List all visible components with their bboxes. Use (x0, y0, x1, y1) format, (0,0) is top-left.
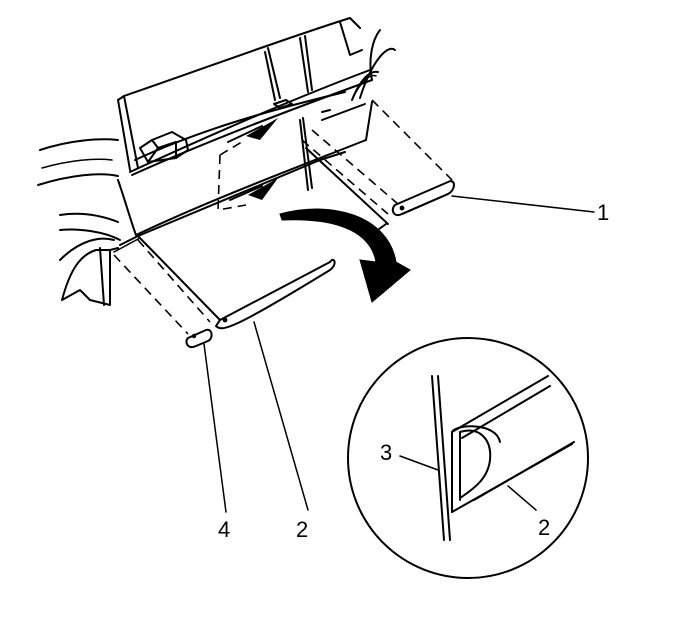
leader-3 (399, 455, 439, 471)
callout-4: 4 (218, 517, 230, 542)
leader-4 (203, 343, 227, 513)
fastener-icon (222, 317, 228, 323)
front-fender-molding (113, 237, 213, 348)
callout-3: 3 (380, 440, 392, 465)
vehicle-body (37, 17, 396, 306)
callout-1: 1 (597, 200, 609, 225)
front-door-molding (119, 147, 389, 330)
leader-2-detail (507, 485, 537, 511)
detail-circle (347, 337, 589, 579)
rear-door-molding (301, 99, 455, 216)
leader-lines (203, 195, 595, 513)
detail-view (347, 337, 589, 579)
curved-arrow-icon (279, 208, 411, 303)
detail-arrow (279, 208, 411, 303)
leader-1 (451, 195, 595, 213)
fastener-icon (399, 205, 405, 211)
lower-arrow-icon (248, 178, 278, 200)
upper-arrow-icon (246, 118, 278, 140)
leader-2 (253, 321, 309, 511)
callout-2: 2 (296, 517, 308, 542)
fastener-icon (191, 333, 197, 339)
callout-2-detail: 2 (538, 515, 550, 540)
door-insertion-guide (217, 118, 278, 211)
